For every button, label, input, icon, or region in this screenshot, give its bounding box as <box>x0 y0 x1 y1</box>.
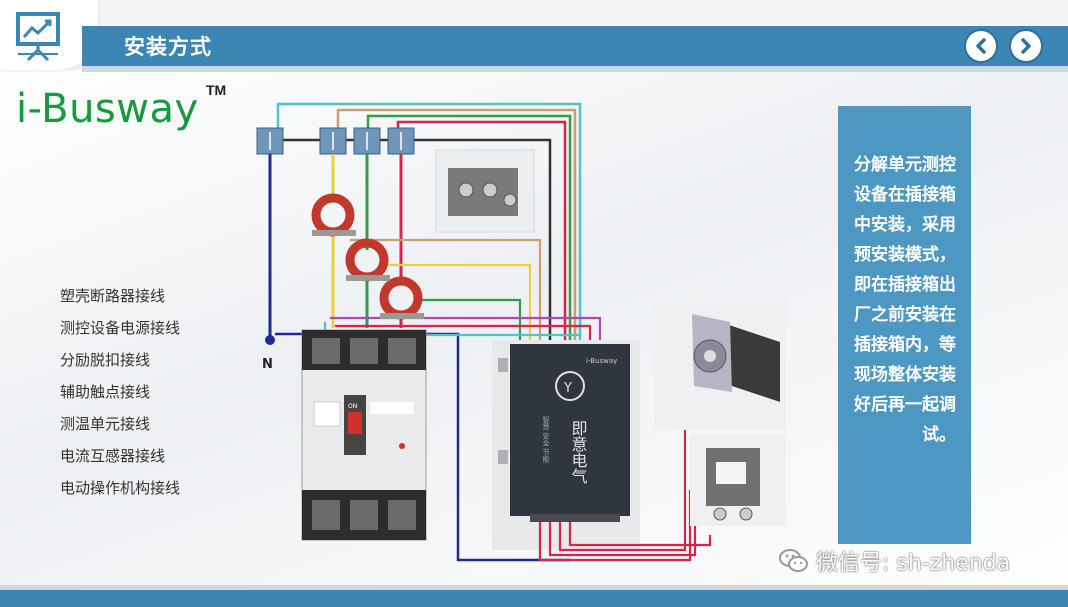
label-temperature-wiring: 测温单元接线 <box>60 415 151 433</box>
motor-operator-photo <box>654 302 786 430</box>
label-power-wiring: 测控设备电源接线 <box>60 319 181 337</box>
description-text: 分解单元测控设备在插接箱中安装，采用预安装模式，即在插接箱出厂之前安装在插接箱内… <box>854 155 956 445</box>
page-title: 安装方式 <box>124 35 212 59</box>
header-bar <box>82 26 1068 72</box>
chevron-left-icon <box>976 38 986 54</box>
prev-slide-button[interactable] <box>964 29 998 63</box>
wiring-label-list: 塑壳断路器接线 测控设备电源接线 分励脱扣接线 辅助触点接线 测温单元接线 电流… <box>60 286 180 510</box>
wechat-icon <box>779 549 808 572</box>
aux-contact-photo <box>690 434 786 526</box>
controller-device: Y i-Busway 即意电气 智慧 安全 节能 <box>492 340 640 550</box>
breaker-on-label: ON <box>348 403 357 410</box>
presentation-chart-icon <box>16 12 60 62</box>
description-box: 分解单元测控设备在插接箱中安装，采用预安装模式，即在插接箱出厂之前安装在插接箱内… <box>838 106 971 544</box>
device-name: 即意电气 <box>569 420 588 484</box>
watermark-text: 微信号: sh-zhenda <box>816 551 1011 576</box>
svg-text:Y: Y <box>563 381 572 396</box>
trademark-mark: TM <box>206 82 227 98</box>
terminal-photo <box>435 149 535 233</box>
brand-logo-text: i-Busway <box>16 86 199 132</box>
wiring-diagram: N ON <box>256 102 786 562</box>
chevron-right-icon <box>1021 38 1031 54</box>
label-breaker-wiring: 塑壳断路器接线 <box>60 287 166 305</box>
device-brand: i-Busway <box>586 357 617 365</box>
neutral-label: N <box>262 357 273 372</box>
next-slide-button[interactable] <box>1009 29 1043 63</box>
label-shunt-trip-wiring: 分励脱扣接线 <box>60 351 151 369</box>
current-transformers <box>311 193 424 320</box>
device-tags: 智慧 安全 节能 <box>542 415 550 463</box>
label-ct-wiring: 电流互感器接线 <box>60 447 166 465</box>
footer-bar <box>0 585 1068 607</box>
molded-case-breaker: ON <box>301 329 427 541</box>
wechat-watermark: 微信号: sh-zhenda <box>778 544 1010 578</box>
label-aux-contact-wiring: 辅助触点接线 <box>60 383 151 401</box>
label-motor-operator-wiring: 电动操作机构接线 <box>60 479 181 497</box>
